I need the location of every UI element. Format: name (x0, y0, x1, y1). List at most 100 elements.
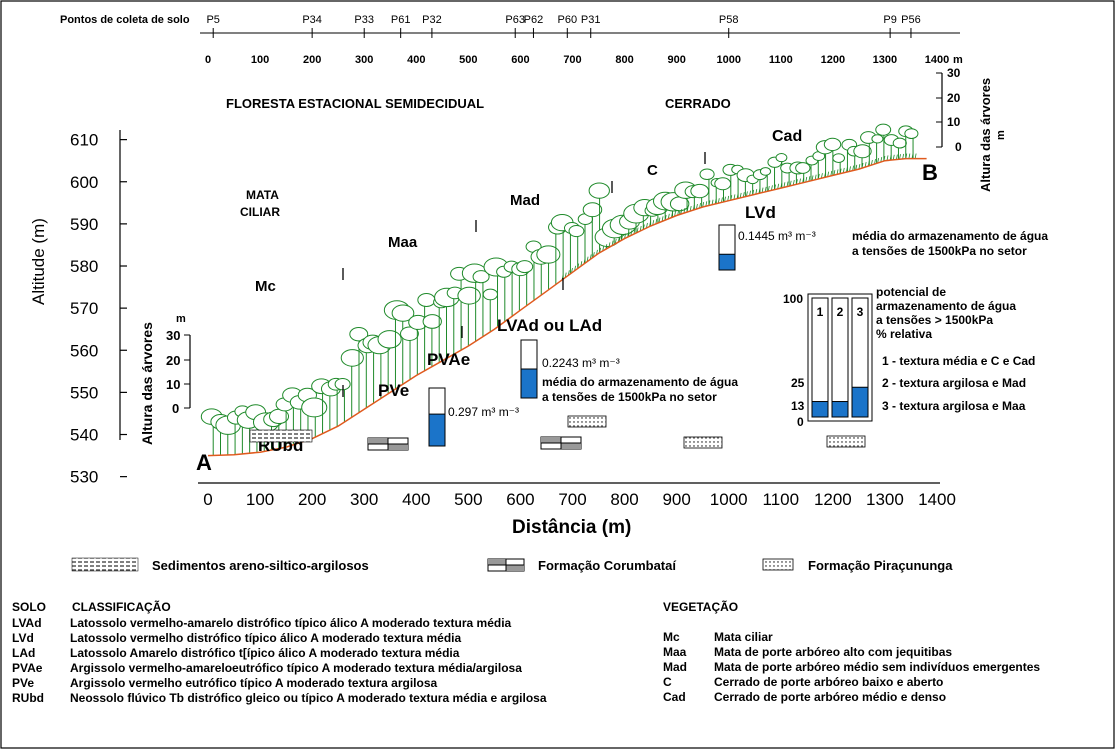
top-axis-tick-label: 100 (251, 54, 269, 66)
grass-blade (767, 186, 770, 192)
solo-code: LAd (12, 646, 35, 660)
y-axis-title: Altitude (m) (29, 218, 48, 305)
potential-title-2: armazenamento de água (876, 299, 1016, 313)
grass-blade (914, 153, 917, 159)
grass-blade (799, 178, 801, 184)
cerrado-label: CERRADO (665, 96, 731, 111)
grass-blade (783, 182, 786, 188)
y-tick-label: 580 (70, 257, 98, 276)
solo-desc: Latossolo vermelho-amarelo distrófico tí… (70, 616, 512, 630)
solo-desc: Latossolo Amarelo distrófico t[ípico áli… (70, 646, 460, 660)
top-axis-tick-label: 1100 (769, 54, 793, 66)
tree-crown (759, 167, 772, 176)
grass-blade (895, 154, 898, 160)
grass-blade (746, 191, 748, 197)
tree-crown (417, 293, 436, 307)
potential-bar-label: 3 (857, 305, 864, 319)
grass-blade (908, 153, 911, 159)
top-axis-tick-label: 500 (459, 54, 477, 66)
grass-blade (849, 166, 851, 172)
legend-sedimentos-swatch (71, 557, 139, 572)
potential-bar-fill (831, 401, 849, 418)
veg-label-mad: Mad (510, 192, 540, 209)
tree-crown (832, 153, 846, 163)
grass-blade (811, 175, 814, 181)
x-tick-label: 200 (298, 490, 326, 509)
water-bar-2-caption-1: média do armazenamento de água (542, 375, 738, 389)
x-tick-label: 1000 (710, 490, 748, 509)
sample-point-label: P58 (719, 14, 739, 26)
soil-label-lvad: LVAd ou LAd (497, 316, 602, 335)
x-tick-label: 0 (203, 490, 212, 509)
grass-blade (830, 170, 833, 177)
right-height-unit: m (995, 130, 1007, 140)
veg-label-mc: Mc (255, 278, 276, 295)
sample-point-label: P5 (206, 14, 219, 26)
veg-desc: Cerrado de porte arbóreo baixo e aberto (714, 675, 943, 689)
grass-blade (705, 201, 708, 207)
tree-crown (482, 288, 499, 301)
ground-profile-line (207, 157, 927, 457)
water-bar-2-fill (520, 368, 538, 399)
grass-blade (889, 155, 892, 161)
classificacao-header: CLASSIFICAÇÃO (72, 599, 171, 614)
left-height-tick-30: 30 (166, 328, 180, 343)
left-height-tick-0: 0 (172, 401, 179, 416)
grass-blade (742, 192, 745, 198)
potential-item-3: 3 - textura argilosa e Maa (882, 399, 1026, 413)
tree-height-scale-left: 30 20 10 0 m Altura das árvores (139, 313, 191, 445)
sample-point-label: P32 (422, 14, 442, 26)
grass-blade (677, 210, 680, 216)
grass-blade (686, 207, 689, 213)
veg-desc: Cerrado de porte arbóreo médio e denso (714, 690, 946, 704)
tree-crown (457, 286, 481, 305)
solo-code: LVAd (12, 616, 42, 630)
top-axis-tick-label: 1300 (873, 54, 897, 66)
grass-blade (727, 195, 730, 202)
veg-code: C (663, 675, 672, 689)
x-tick-label: 700 (558, 490, 586, 509)
grass-blade (911, 153, 914, 159)
tree-crown (301, 397, 328, 418)
y-tick-label: 550 (70, 383, 98, 402)
potential-bar-label: 2 (837, 305, 844, 319)
grass-blade (792, 179, 795, 186)
x-tick-label: 1100 (763, 490, 800, 509)
grass-blade (899, 154, 901, 160)
sample-point-label: P31 (581, 14, 601, 26)
grass-blade (808, 176, 811, 182)
grass-blade (774, 184, 776, 190)
potential-scale-25: 25 (791, 376, 805, 390)
point-a-label: A (196, 450, 212, 475)
tree-crown (516, 260, 534, 274)
top-axis-tick-label: 400 (407, 54, 425, 66)
right-height-tick-20: 20 (947, 91, 961, 105)
top-axis-unit: m (953, 54, 963, 66)
potential-bar-label: 1 (817, 305, 824, 319)
grass-blade (714, 198, 717, 205)
veg-code: Mad (663, 660, 687, 674)
mata-label: MATA (246, 188, 279, 202)
tree-crown (699, 168, 715, 181)
water-bar-3-value: 0.1445 m³ m⁻³ (738, 229, 816, 243)
grass-blade (796, 179, 798, 185)
x-tick-label: 1300 (866, 490, 904, 509)
grass-blade (827, 171, 830, 177)
veg-label-cad: Cad (772, 128, 802, 145)
potential-item-1: 1 - textura média e C e Cad (882, 354, 1035, 368)
y-tick-label: 560 (70, 341, 98, 360)
veg-label-c: C (647, 162, 658, 179)
grass-blade (814, 174, 817, 180)
top-axis-tick-label: 0 (205, 54, 211, 66)
potential-item-2: 2 - textura argilosa e Mad (882, 376, 1026, 390)
sample-point-label: P62 (524, 14, 544, 26)
right-height-title: Altura das árvores (978, 78, 993, 192)
sample-point-label: P61 (391, 14, 411, 26)
tree-crown (795, 162, 811, 174)
grass-blade (680, 209, 683, 215)
right-height-tick-30: 30 (947, 66, 961, 80)
left-height-tick-20: 20 (166, 353, 180, 368)
tree-crown (853, 144, 872, 159)
